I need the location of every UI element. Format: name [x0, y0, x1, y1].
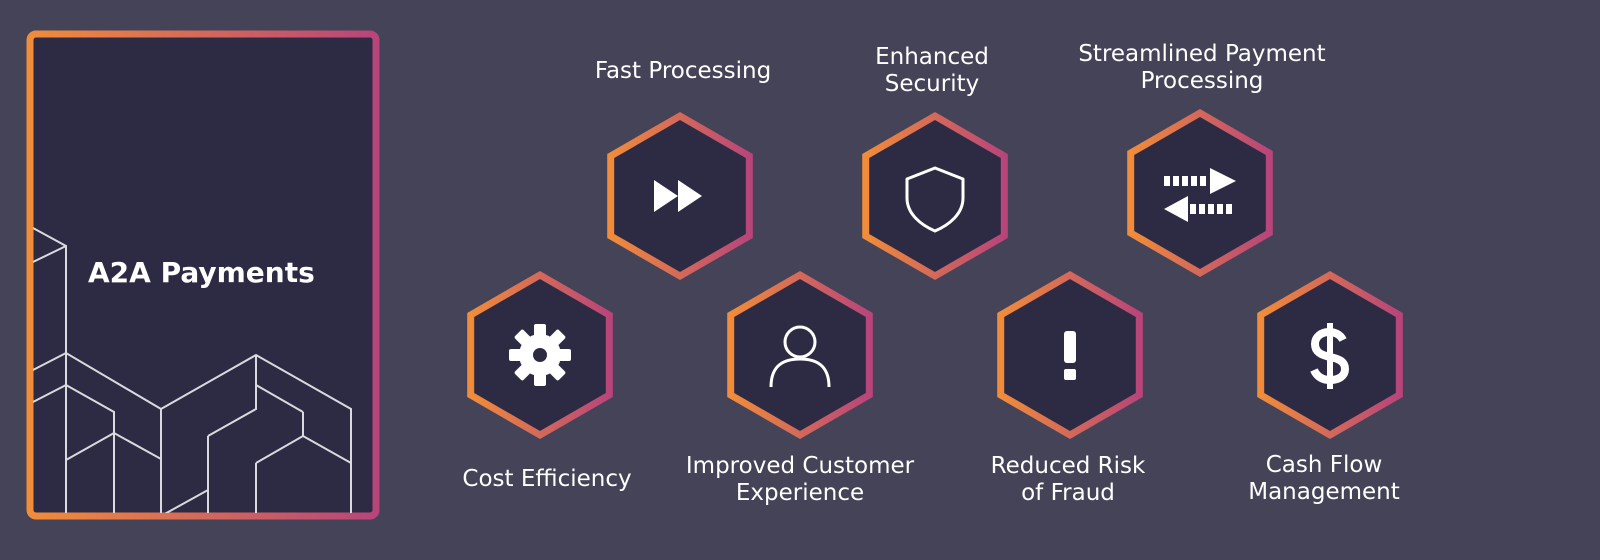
benefit-cost-efficiency-label: Cost Efficiency — [462, 466, 631, 493]
transfer-arrows-icon — [1164, 168, 1236, 222]
benefit-label-line: of Fraud — [1021, 480, 1115, 506]
card-title: A2A Payments — [88, 256, 315, 289]
benefit-label-line: Reduced Risk — [990, 453, 1146, 479]
title-card — [26, 30, 380, 520]
hexagon-frame — [862, 111, 1008, 281]
benefit-fast-processing-label: Fast Processing — [595, 58, 771, 85]
dollar-icon — [1310, 323, 1350, 389]
shield-icon — [905, 166, 965, 233]
benefit-enhanced-security-hexagon — [862, 111, 1008, 281]
benefit-reduced-risk-of-fraud-hexagon — [997, 270, 1143, 440]
benefit-streamlined-payment-processing-hexagon — [1127, 108, 1273, 278]
fast-forward-icon — [654, 180, 702, 212]
benefit-label-line: Management — [1248, 479, 1400, 505]
isometric-blocks-decoration — [33, 227, 352, 513]
benefit-label-line: Security — [884, 71, 980, 97]
benefit-cost-efficiency-hexagon — [467, 270, 613, 440]
hexagon-frame — [727, 270, 873, 440]
gear-icon — [509, 324, 571, 386]
hexagon-frame — [1127, 108, 1273, 278]
benefit-label-line: Enhanced — [875, 44, 989, 70]
benefit-fast-processing-hexagon — [607, 111, 753, 281]
benefit-label-line: Fast Processing — [594, 58, 772, 84]
benefit-label-line: Streamlined Payment — [1078, 41, 1326, 67]
exclamation-icon — [1064, 331, 1076, 380]
benefit-label-line: Cost Efficiency — [462, 466, 632, 492]
benefit-cash-flow-management-hexagon — [1257, 270, 1403, 440]
benefit-improved-customer-experience-hexagon — [727, 270, 873, 440]
title-card-frame — [26, 30, 380, 520]
benefit-label-line: Cash Flow — [1265, 452, 1383, 478]
benefit-label-line: Processing — [1140, 68, 1264, 94]
user-icon — [769, 325, 831, 388]
benefit-label-line: Experience — [735, 480, 865, 506]
benefit-label-line: Improved Customer — [685, 453, 915, 479]
